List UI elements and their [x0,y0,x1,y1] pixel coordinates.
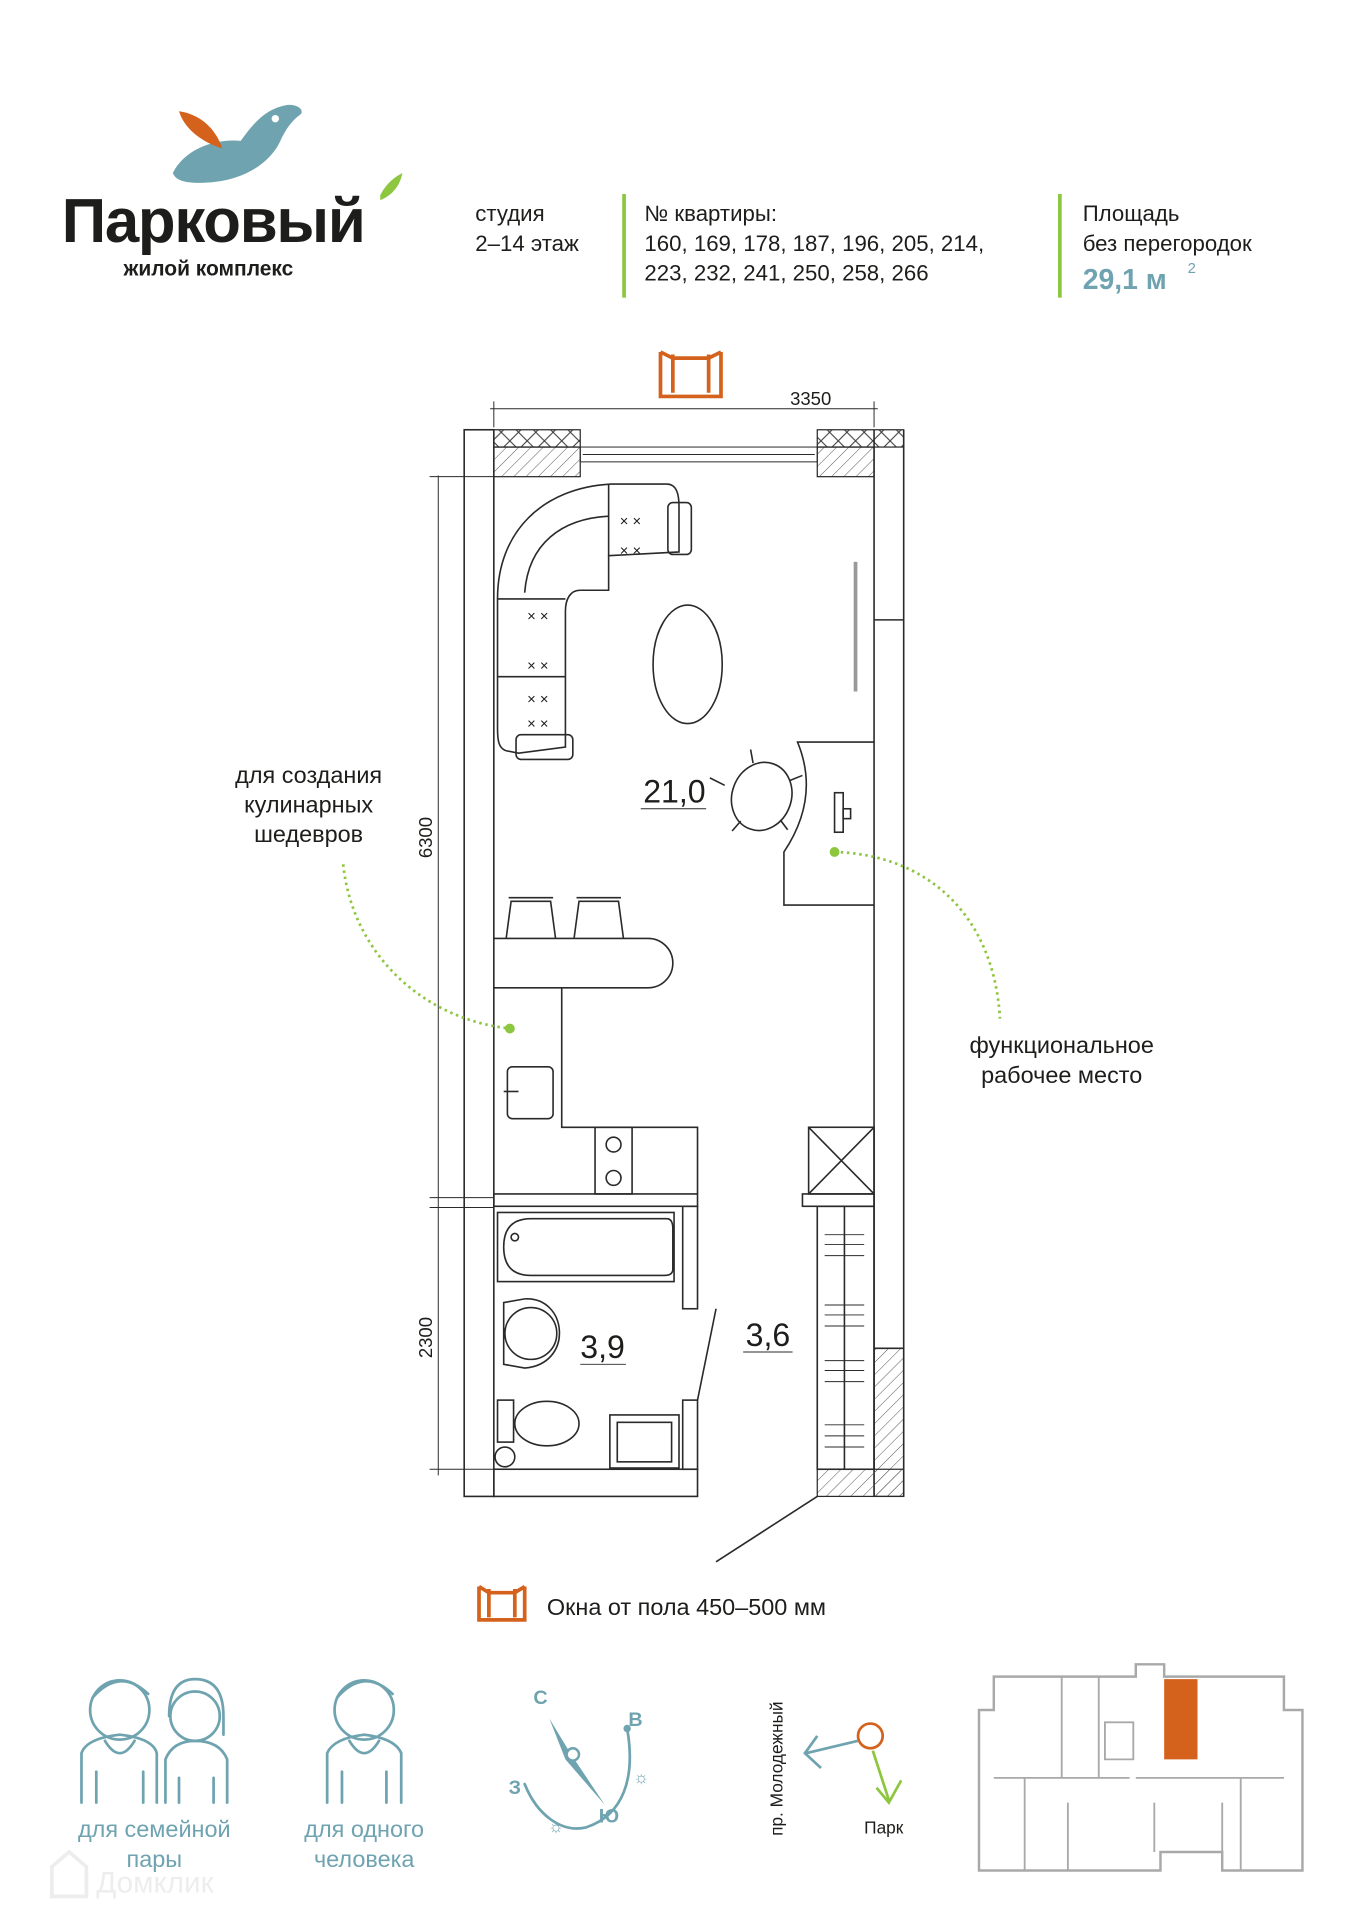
walls [463,428,905,1563]
single-label-1: для одного [304,1816,424,1842]
bird-icon [172,104,302,183]
compass-west: З [509,1777,521,1799]
brand-subtitle: жилой комплекс [122,257,293,280]
callout-kitchen: для создания кулинарных шедевров [235,762,515,1034]
window [579,446,818,463]
apartment-highlight [1164,1679,1198,1760]
floor-range: 2–14 этаж [475,231,579,256]
apartment-info: студия 2–14 этаж № квартиры: 160, 169, 1… [475,193,1252,298]
room-hall-area: 3,6 [746,1317,791,1353]
watermark-text: Домклик [96,1867,214,1900]
park-label: Парк [864,1817,904,1837]
building-key-plan [977,1663,1304,1872]
arrow-down-icon [871,1750,903,1805]
windows-legend-text: Окна от пола 450–500 мм [547,1594,826,1620]
apartments-line-1: 160, 169, 178, 187, 196, 205, 214, [644,231,984,256]
callout-work-line-2: рабочее место [981,1062,1142,1088]
compass-north: С [533,1687,547,1709]
work-desk [783,741,875,906]
couple-icon [80,1677,229,1804]
brand-logo: Парковый жилой комплекс [62,104,403,280]
stove [594,1126,633,1195]
callout-workplace: функциональное рабочее место [829,847,1154,1088]
dim-height-bath-label: 2300 [415,1317,436,1358]
orange-leaf-icon [179,111,223,149]
rug [652,604,724,725]
single-label-2: человека [314,1846,415,1872]
compass-icon: С В Ю З ☼ ☼ [509,1687,650,1836]
area-label-2: без перегородок [1083,231,1252,256]
callout-work-line-1: функциональное [970,1032,1154,1058]
couple-label-2: пары [127,1846,183,1872]
entrance-door [715,1495,818,1563]
dim-width-label: 3350 [790,388,831,409]
callout-kitchen-line-2: кулинарных [244,791,373,817]
compass-east: В [628,1709,642,1731]
divider [622,193,626,298]
sofa-cushions: × ×× ×× ×× ×× ×× × [527,514,641,732]
area-value: 29,1 м [1083,264,1167,296]
dim-height-main-label: 6300 [415,817,436,858]
sink [506,1065,554,1120]
domclick-watermark: Домклик [49,1849,215,1900]
green-leaf-icon [380,172,403,201]
window-icon [658,350,723,399]
single-person-icon [325,1678,403,1804]
apartments-label: № квартиры: [644,201,777,226]
callout-kitchen-line-3: шедевров [254,821,363,847]
area-unit-sup: 2 [1188,261,1196,277]
apartment-marker [856,1722,885,1750]
room-bath-area: 3,9 [580,1329,625,1365]
dimension-height: 6300 2300 [415,475,494,1476]
apartments-line-2: 223, 232, 241, 250, 258, 266 [644,260,928,285]
kitchen [493,896,699,1195]
street-label: пр. Молодежный [767,1701,787,1835]
orientation-diagram: пр. Молодежный Парк [767,1701,904,1837]
apartment-type: студия [475,201,544,226]
callout-kitchen-line-1: для создания [235,762,382,788]
arrow-left-icon [803,1735,859,1770]
bathroom [494,1211,680,1469]
sofa [496,483,693,761]
couple-label-1: для семейной [78,1816,231,1842]
room-main-area: 21,0 [643,774,705,810]
dimension-width: 3350 [490,388,878,428]
compass-south: Ю [599,1805,619,1827]
ventilation-shaft [801,1126,875,1471]
divider [1058,193,1062,298]
window-icon [477,1584,527,1622]
sun-icon: ☼ [548,1816,564,1836]
bathroom-door [696,1308,717,1401]
sun-icon: ☼ [633,1767,649,1787]
area-label: Площадь [1083,201,1180,226]
brand-name: Парковый [62,187,365,256]
windows-legend: Окна от пола 450–500 мм [477,1584,826,1622]
office-chair [709,749,803,832]
